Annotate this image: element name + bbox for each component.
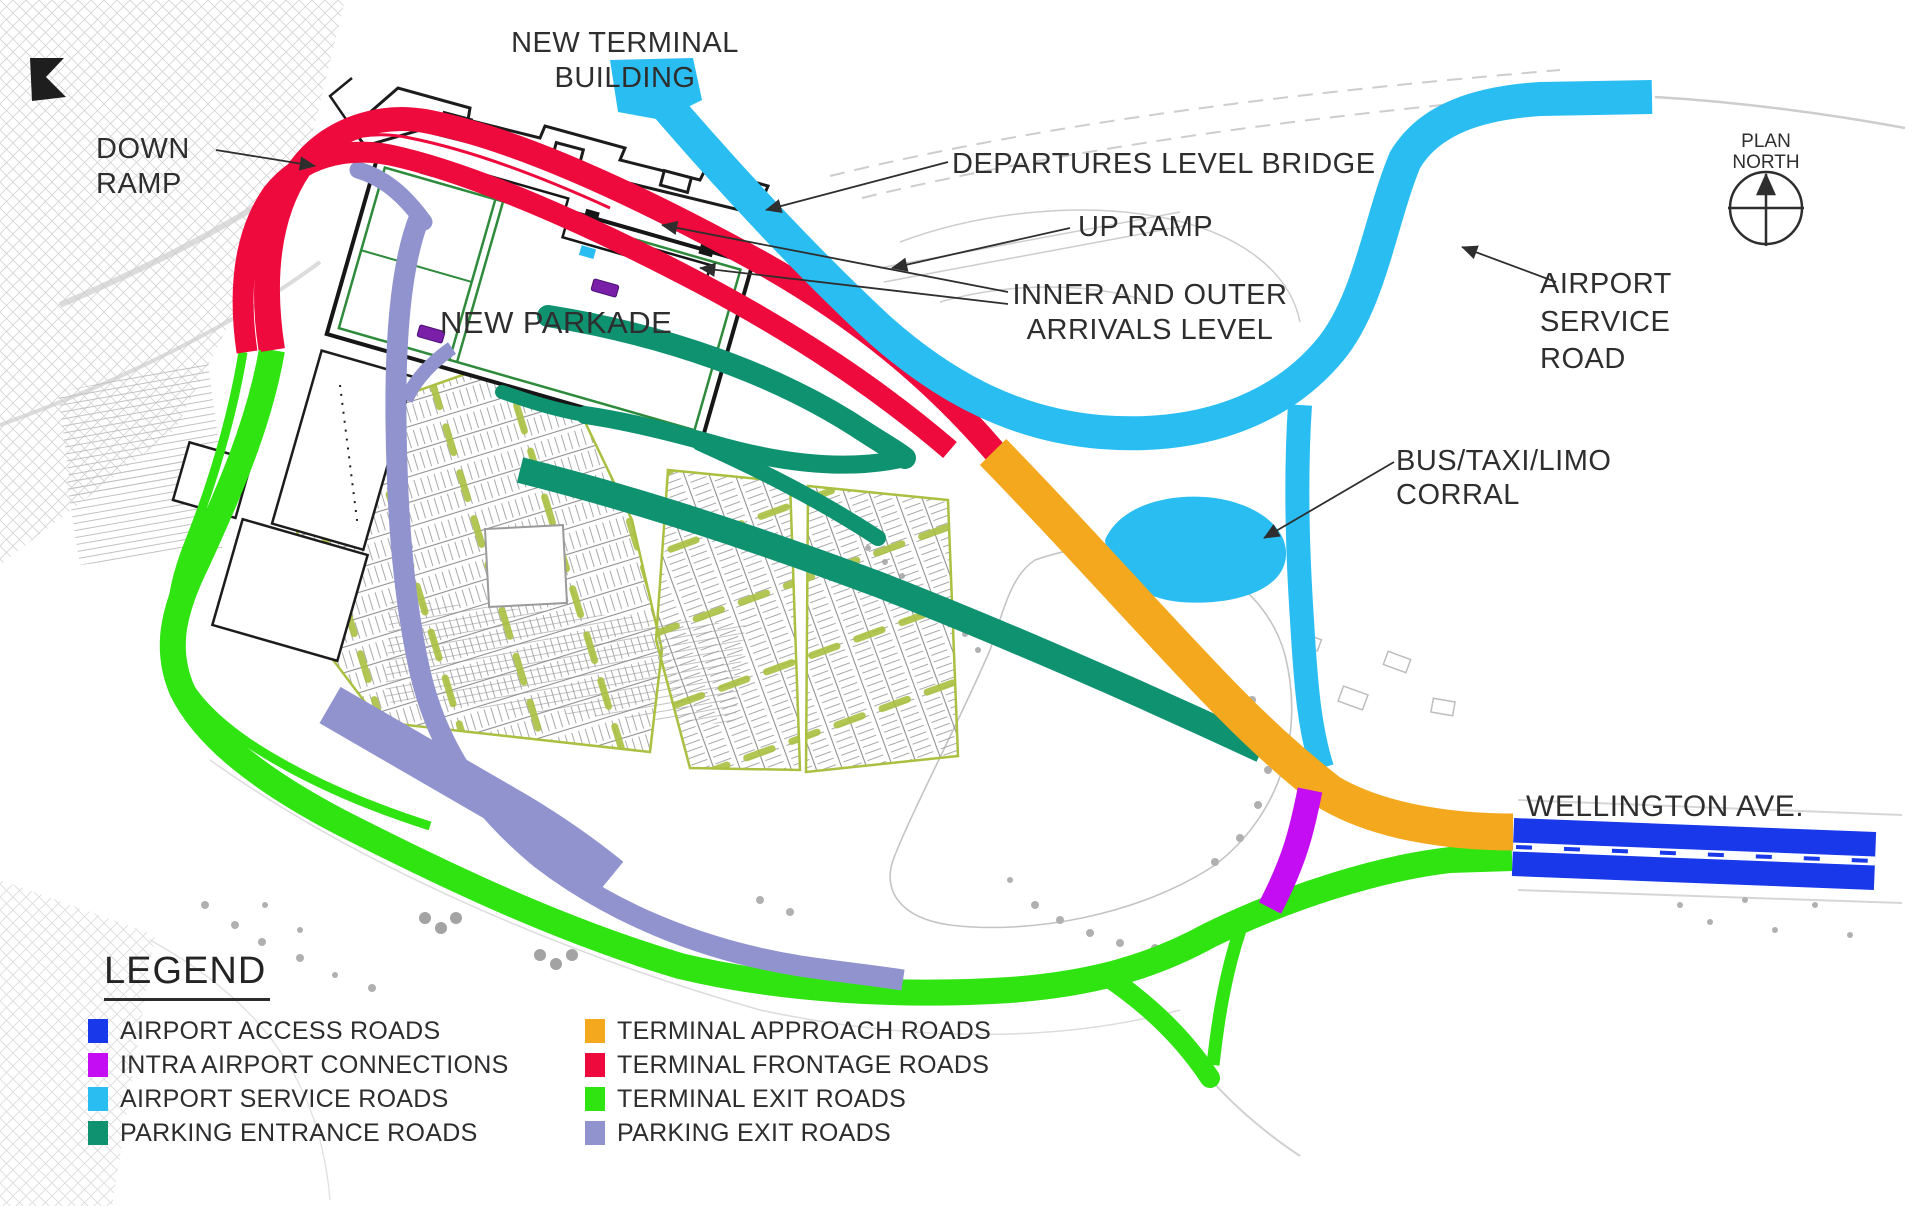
service-road-branch bbox=[1285, 404, 1334, 772]
legend-label: PARKING EXIT ROADS bbox=[617, 1118, 891, 1147]
departures-bridge-deck bbox=[610, 58, 702, 120]
legend-item: INTRA AIRPORT CONNECTIONS bbox=[88, 1051, 509, 1079]
terminal-exit-road bbox=[159, 347, 1513, 1006]
legend-swatch-parking-exit bbox=[585, 1121, 605, 1145]
parking-entrance-branch-1 bbox=[537, 305, 916, 469]
small-houses bbox=[1297, 631, 1456, 717]
up-ramp-label: UP RAMP bbox=[1078, 211, 1214, 243]
departures-bridge-label: DEPARTURES LEVEL BRIDGE bbox=[952, 148, 1376, 180]
bus-taxi-limo-corral-area bbox=[1105, 496, 1287, 603]
down-ramp-label: DOWN RAMP bbox=[96, 133, 190, 201]
wellington-ave-label: WELLINGTON AVE. bbox=[1526, 790, 1805, 823]
airport-service-road-label: AIRPORT SERVICE ROAD bbox=[1540, 268, 1672, 376]
terminal-exit-south-branch bbox=[1095, 965, 1220, 1088]
arrivals-level-label: INNER AND OUTER ARRIVALS LEVEL bbox=[1012, 279, 1288, 347]
legend-label: AIRPORT ACCESS ROADS bbox=[120, 1016, 441, 1045]
legend-swatch-terminal-frontage bbox=[585, 1053, 605, 1077]
legend-label: TERMINAL APPROACH ROADS bbox=[617, 1016, 992, 1045]
parking-exit-hook bbox=[349, 161, 433, 231]
parking-entrance-trunk bbox=[516, 457, 1268, 762]
parking-exit-wide-merge bbox=[319, 686, 624, 895]
legend-label: TERMINAL EXIT ROADS bbox=[617, 1084, 907, 1113]
legend-swatch-terminal-approach bbox=[585, 1019, 605, 1043]
leader-lines bbox=[215, 149, 1557, 539]
legend-label: INTRA AIRPORT CONNECTIONS bbox=[120, 1050, 509, 1079]
terminal-frontage-median bbox=[254, 133, 611, 351]
new-parkade-label: NEW PARKADE bbox=[440, 305, 673, 340]
wellington-median-dashes bbox=[1515, 845, 1876, 863]
terminal-exit-inner-lane bbox=[166, 351, 432, 831]
parkade-ramp-marker bbox=[416, 324, 446, 344]
background-roads bbox=[0, 69, 1906, 1201]
legend-label: AIRPORT SERVICE ROADS bbox=[120, 1084, 449, 1113]
legend-swatch-terminal-exit bbox=[585, 1087, 605, 1111]
legend-swatch-intra-airport bbox=[88, 1053, 108, 1077]
north-compass bbox=[1728, 170, 1804, 246]
plan-north-label: PLAN NORTH bbox=[1732, 131, 1800, 173]
corner-mark bbox=[30, 58, 66, 101]
terminal-frontage-inner bbox=[232, 141, 957, 458]
legend-label: TERMINAL FRONTAGE ROADS bbox=[617, 1050, 990, 1079]
legend-item: TERMINAL EXIT ROADS bbox=[585, 1085, 906, 1113]
terminal-building-label: NEW TERMINAL BUILDING bbox=[511, 27, 739, 95]
legend-item: PARKING EXIT ROADS bbox=[585, 1119, 891, 1147]
legend-item: PARKING ENTRANCE ROADS bbox=[88, 1119, 478, 1147]
legend-item: AIRPORT ACCESS ROADS bbox=[88, 1017, 440, 1045]
legend-swatch-airport-access bbox=[88, 1019, 108, 1043]
terminal-approach-road bbox=[979, 439, 1514, 851]
bus-taxi-corral-label: BUS/TAXI/LIMO CORRAL bbox=[1396, 445, 1612, 512]
parking-entrance-branch-3 bbox=[495, 385, 592, 422]
legend-item: TERMINAL APPROACH ROADS bbox=[585, 1017, 991, 1045]
legend-swatch-parking-entrance bbox=[88, 1121, 108, 1145]
parkade-elevator-marker bbox=[578, 245, 597, 260]
service-road-loop bbox=[642, 80, 1653, 451]
legend-item: TERMINAL FRONTAGE ROADS bbox=[585, 1051, 989, 1079]
parking-exit-parkade-link bbox=[399, 342, 457, 404]
legend-underline bbox=[104, 998, 270, 1001]
legend-item: AIRPORT SERVICE ROADS bbox=[88, 1085, 449, 1113]
legend-label: PARKING ENTRANCE ROADS bbox=[120, 1118, 478, 1147]
legend-title: LEGEND bbox=[104, 950, 267, 992]
lot-center-building bbox=[483, 523, 569, 609]
terminal-exit-y-link bbox=[1206, 927, 1247, 1066]
intra-airport-connection bbox=[1258, 787, 1323, 914]
legend-swatch-airport-service bbox=[88, 1087, 108, 1111]
parkade-ramp-marker bbox=[590, 278, 620, 298]
parking-entrance-link bbox=[692, 435, 886, 546]
